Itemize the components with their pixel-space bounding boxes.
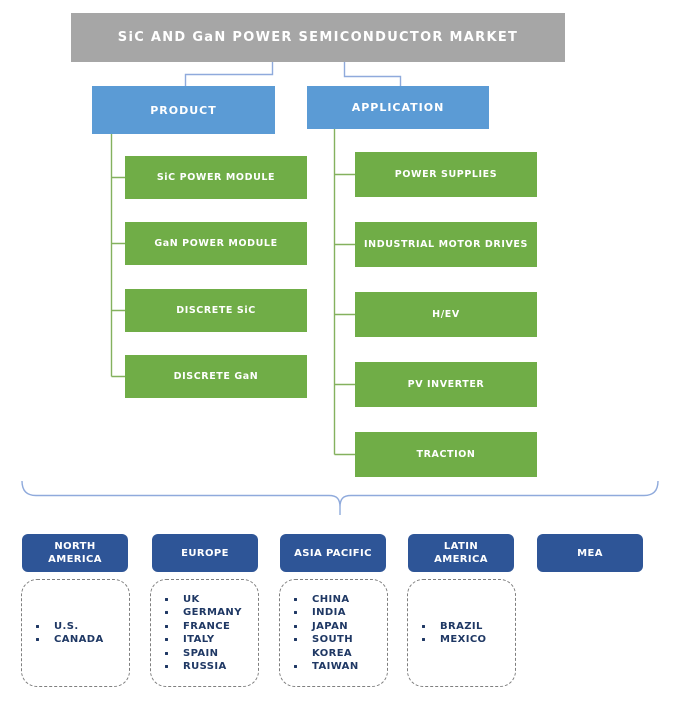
list-item: TAIWAN xyxy=(294,660,383,674)
brace-underbrace xyxy=(21,480,659,515)
list-item: RUSSIA xyxy=(165,660,254,674)
product-item-sic-power-module: SiC POWER MODULE xyxy=(125,156,307,199)
country-label: TAIWAN xyxy=(312,661,359,672)
list-item: JAPAN xyxy=(294,620,383,634)
bullet-icon xyxy=(294,597,297,601)
product-item-discrete-gan: DISCRETE GaN xyxy=(125,355,307,398)
application-item-power-supplies: POWER SUPPLIES xyxy=(355,152,537,197)
bullet-icon xyxy=(165,638,168,641)
country-label: MEXICO xyxy=(440,634,487,645)
bullet-icon xyxy=(165,611,168,614)
country-label: ITALY xyxy=(183,634,215,645)
list-item: UK xyxy=(165,593,254,607)
list-item: ITALY xyxy=(165,633,254,647)
product-item-discrete-sic: DISCRETE SiC xyxy=(125,289,307,332)
diagram-title: SiC AND GaN POWER SEMICONDUCTOR MARKET xyxy=(71,13,565,62)
list-item: MEXICO xyxy=(422,633,511,647)
country-label: SOUTH KOREA xyxy=(312,634,354,659)
application-item-hev: H/EV xyxy=(355,292,537,337)
bullet-icon xyxy=(165,665,168,668)
region-mea: MEA xyxy=(537,534,643,572)
application-item-traction: TRACTION xyxy=(355,432,537,477)
country-panel-europe: UK GERMANY FRANCE ITALY SPAIN RUSSIA xyxy=(150,579,259,687)
list-item: GERMANY xyxy=(165,606,254,620)
country-panel-latin-america: BRAZIL MEXICO xyxy=(407,579,516,687)
connector-product-spine xyxy=(110,134,125,378)
bullet-icon xyxy=(165,624,168,628)
bullet-icon xyxy=(165,597,168,601)
connector-application-spine xyxy=(333,129,355,456)
region-asia-pacific: ASIA PACIFIC xyxy=(280,534,386,572)
product-item-gan-power-module: GaN POWER MODULE xyxy=(125,222,307,265)
country-label: U.S. xyxy=(54,620,79,632)
bullet-icon xyxy=(165,651,168,655)
branch-product: PRODUCT xyxy=(92,86,275,134)
country-label: INDIA xyxy=(312,607,346,618)
bullet-icon xyxy=(294,638,297,641)
list-item: U.S. xyxy=(36,620,125,634)
list-item: SOUTH KOREA xyxy=(294,633,383,660)
region-europe: EUROPE xyxy=(152,534,258,572)
connector-title-to-application xyxy=(343,62,402,86)
country-label: SPAIN xyxy=(183,647,219,659)
application-item-industrial-motor-drives: INDUSTRIAL MOTOR DRIVES xyxy=(355,222,537,267)
bullet-icon xyxy=(36,624,39,628)
bullet-icon xyxy=(294,665,297,668)
list-item: SPAIN xyxy=(165,647,254,661)
country-panel-asia-pacific: CHINA INDIA JAPAN SOUTH KOREA TAIWAN xyxy=(279,579,388,687)
region-latin-america: LATIN AMERICA xyxy=(408,534,514,572)
bullet-icon xyxy=(422,624,425,628)
country-label: FRANCE xyxy=(183,620,231,632)
country-panel-north-america: U.S. CANADA xyxy=(21,579,130,687)
list-item: CANADA xyxy=(36,633,125,647)
country-label: CANADA xyxy=(54,634,104,645)
bullet-icon xyxy=(294,624,297,628)
country-label: BRAZIL xyxy=(440,620,483,632)
region-north-america: NORTH AMERICA xyxy=(22,534,128,572)
list-item: INDIA xyxy=(294,606,383,620)
country-label: JAPAN xyxy=(312,620,348,632)
country-label: CHINA xyxy=(312,593,350,605)
connector-title-to-product xyxy=(184,62,274,86)
list-item: CHINA xyxy=(294,593,383,607)
bullet-icon xyxy=(36,638,39,641)
list-item: BRAZIL xyxy=(422,620,511,634)
application-item-pv-inverter: PV INVERTER xyxy=(355,362,537,407)
country-label: RUSSIA xyxy=(183,661,227,672)
country-label: GERMANY xyxy=(183,607,242,618)
bullet-icon xyxy=(422,638,425,641)
country-label: UK xyxy=(183,593,200,605)
branch-application: APPLICATION xyxy=(307,86,489,129)
list-item: FRANCE xyxy=(165,620,254,634)
bullet-icon xyxy=(294,611,297,614)
